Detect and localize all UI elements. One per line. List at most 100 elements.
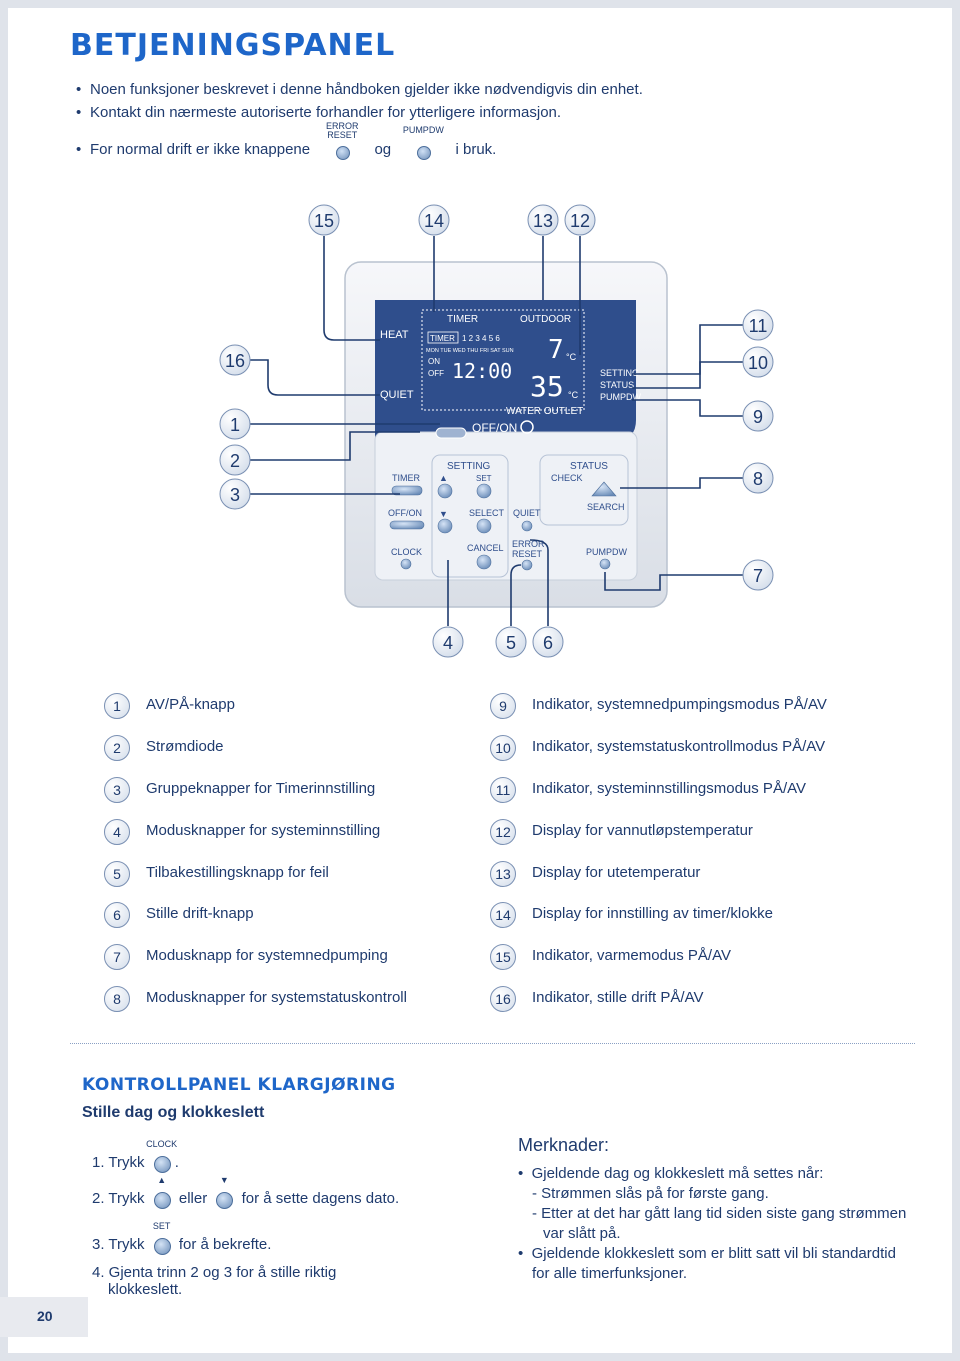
notes-bullet-2-line-2: for alle timerfunksjoner.	[532, 1265, 688, 1282]
callout-11: 11	[742, 309, 774, 341]
off-on-button-label: OFF/ON	[388, 508, 422, 518]
callout-9: 9	[742, 400, 774, 432]
page-number: 20	[37, 1308, 53, 1324]
legend-text: Tilbakestillingsknapp for feil	[146, 864, 329, 881]
section-divider	[70, 1043, 915, 1044]
intro-bullet-2: •Kontakt din nærmeste autoriserte forhan…	[76, 104, 562, 121]
svg-text:2: 2	[230, 451, 240, 471]
search-button-label: SEARCH	[587, 502, 625, 512]
clock-ref-label: CLOCK	[146, 1139, 178, 1149]
error-reset-button	[521, 559, 533, 571]
page-border-bottom	[0, 1353, 960, 1361]
legend-number: 12	[490, 819, 516, 845]
notes-bullet-1a: - Strømmen slås på for første gang.	[532, 1185, 769, 1202]
quiet-button-label: QUIET	[513, 508, 541, 518]
day-names: MON TUE WED THU FRI SAT SUN	[426, 348, 514, 354]
legend-number: 13	[490, 861, 516, 887]
on-label: ON	[428, 357, 440, 366]
step-2-pre: 2. Trykk	[92, 1189, 145, 1207]
section-heading: KONTROLLPANEL KLARGJØRING	[82, 1075, 396, 1095]
legend-text: Indikator, stille drift PÅ/AV	[532, 989, 704, 1006]
select-button	[476, 518, 492, 534]
legend-number: 16	[490, 986, 516, 1012]
page-border-right	[952, 0, 960, 1361]
select-button-label: SELECT	[469, 508, 505, 518]
water-temp-digits: 35	[530, 370, 564, 403]
notes-bullet-2: • Gjeldende klokkeslett som er blitt sat…	[518, 1245, 896, 1262]
legend-text: Indikator, varmemodus PÅ/AV	[532, 947, 731, 964]
notes-bullet-1: • Gjeldende dag og klokkeslett må settes…	[518, 1165, 824, 1182]
section-subheading: Stille dag og klokkeslett	[82, 1104, 265, 1121]
up-arrow-icon: ▲	[439, 473, 448, 483]
svg-text:10: 10	[748, 353, 768, 373]
callout-16: 16	[219, 344, 251, 376]
page-title: BETJENINGSPANEL	[70, 28, 396, 63]
svg-text:1: 1	[230, 415, 240, 435]
off-on-button	[389, 520, 425, 530]
svg-text:8: 8	[753, 469, 763, 489]
callout-8: 8	[742, 462, 774, 494]
error-reset-ref-label-2: RESET	[327, 130, 358, 141]
step-3: 3. Trykk SET for å bekrefte.	[92, 1222, 271, 1256]
step-1-post: .	[174, 1153, 179, 1171]
svg-text:13: 13	[533, 211, 553, 231]
cancel-button	[476, 554, 492, 570]
legend-text: Indikator, systemnedpumpingsmodus PÅ/AV	[532, 696, 827, 713]
heat-indicator: HEAT	[380, 329, 409, 341]
legend-text: Strømdiode	[146, 738, 224, 755]
legend-text: Stille drift-knapp	[146, 905, 254, 922]
legend-text: Indikator, systeminnstillingsmodus PÅ/AV	[532, 780, 807, 797]
legend-number: 14	[490, 902, 516, 928]
clock-button-ref: CLOCK	[146, 1140, 177, 1174]
intro-bullet-2-text: Kontakt din nærmeste autoriserte forhand…	[90, 104, 562, 121]
callout-3: 3	[219, 478, 251, 510]
legend-number: 5	[104, 861, 130, 887]
legend-text: AV/PÅ-knapp	[146, 696, 235, 713]
legend-text: Gruppeknapper for Timerinnstilling	[146, 780, 376, 797]
setting-group-label: SETTING	[447, 461, 491, 472]
timer-button-label: TIMER	[392, 473, 420, 483]
legend-text: Modusknapper for systeminnstilling	[146, 822, 381, 839]
callout-7: 7	[742, 559, 774, 591]
down-ref-icon	[216, 1192, 234, 1209]
intro-bullet-3-pre: For normal drift er ikke knappene	[90, 141, 311, 158]
up-button-ref: ▲	[149, 1176, 175, 1210]
quiet-button	[521, 520, 533, 532]
set-button-label: SET	[476, 474, 492, 483]
svg-text:5: 5	[506, 633, 516, 653]
leader-lines	[250, 236, 743, 626]
step-2-post: for å sette dagens dato.	[241, 1189, 400, 1207]
pumpdw-button	[599, 558, 611, 570]
svg-text:16: 16	[225, 351, 245, 371]
power-icon	[520, 420, 534, 434]
down-arrow-icon: ▼	[219, 1175, 229, 1185]
step-4-line-1: 4. Gjenta trinn 2 og 3 for å stille rikt…	[92, 1264, 337, 1281]
clock-button	[400, 558, 412, 570]
outdoor-label: OUTDOOR	[520, 314, 571, 325]
legend-text: Modusknapper for systemstatuskontroll	[146, 989, 407, 1006]
water-celsius: °C	[568, 390, 579, 400]
svg-text:7: 7	[753, 566, 763, 586]
legend-number: 1	[104, 693, 130, 719]
pumpdw-ref-icon	[417, 146, 432, 161]
pumpdw-ref-label: PUMPDW	[402, 125, 444, 136]
callout-15: 15	[308, 204, 340, 236]
down-button	[437, 518, 453, 534]
timer-button	[391, 485, 423, 496]
set-ref-label: SET	[152, 1221, 171, 1231]
svg-text:6: 6	[543, 633, 553, 653]
control-panel-diagram: HEAT QUIET TIMER OUTDOOR TIMER 1 2 3 4 5…	[219, 204, 774, 658]
down-button-ref: ▼	[211, 1176, 237, 1210]
callout-12: 12	[564, 204, 596, 236]
callout-14: 14	[418, 204, 450, 236]
clock-button-label: CLOCK	[391, 547, 422, 557]
legend-number: 4	[104, 819, 130, 845]
callout-6: 6	[532, 626, 564, 658]
timer-top-label: TIMER	[447, 314, 478, 325]
water-outlet-label: WATER OUTLET	[506, 406, 583, 417]
set-button-ref: SET	[149, 1222, 175, 1256]
intro-bullets: •Noen funksjoner beskrevet i denne håndb…	[76, 78, 643, 161]
svg-text:12: 12	[570, 211, 590, 231]
check-button-label: CHECK	[551, 473, 583, 483]
